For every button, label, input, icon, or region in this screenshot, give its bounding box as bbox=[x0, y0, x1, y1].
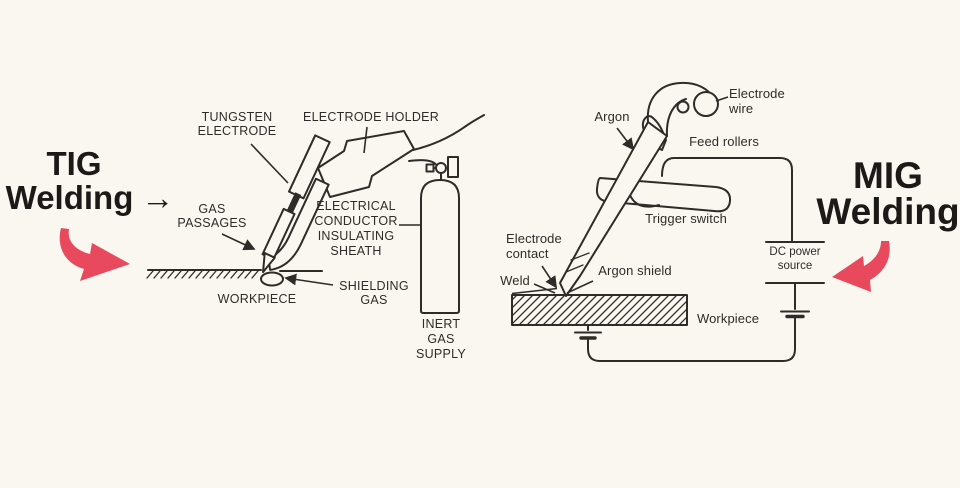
leader-electrode-contact bbox=[541, 265, 557, 289]
tig-gas-cup bbox=[267, 177, 330, 271]
label-mig-workpiece: Workpiece bbox=[696, 311, 760, 326]
label-electrode-contact: Electrode contact bbox=[506, 231, 562, 261]
label-argon: Argon bbox=[594, 109, 630, 124]
mig-ground-wire bbox=[587, 317, 796, 362]
mig-workpiece-block bbox=[511, 294, 688, 326]
leader-argon-shield bbox=[566, 280, 594, 294]
tig-curved-arrow-icon bbox=[59, 228, 130, 281]
tig-title-line2: Welding→ bbox=[6, 181, 175, 214]
tig-ground-hatching bbox=[146, 270, 259, 279]
mig-feed-roller-large bbox=[693, 91, 719, 117]
label-tungsten-electrode: TUNGSTEN ELECTRODE bbox=[197, 110, 277, 138]
tig-diagram bbox=[146, 114, 485, 314]
mig-diagram bbox=[511, 81, 825, 362]
label-argon-shield: Argon shield bbox=[598, 263, 672, 278]
label-weld: Weld bbox=[500, 273, 530, 288]
power-source-battery-symbol bbox=[780, 310, 810, 319]
mig-wire-to-power-source bbox=[661, 157, 793, 242]
mig-title-line1: MIG bbox=[853, 155, 923, 196]
mig-workpiece-hatching bbox=[512, 295, 687, 325]
mig-weld-seam bbox=[511, 287, 558, 295]
label-shielding-gas: SHIELDING GAS bbox=[339, 279, 409, 307]
tig-cylinder-valve bbox=[425, 156, 459, 181]
leader-argon bbox=[616, 127, 635, 151]
tig-torch bbox=[261, 134, 331, 274]
mig-gun-neck-inner bbox=[665, 98, 687, 137]
label-inert-gas-supply: INERT GAS SUPPLY bbox=[416, 317, 466, 361]
mig-gun-barrel bbox=[559, 121, 668, 297]
dc-power-source-box bbox=[765, 241, 825, 284]
tig-electrode-holder-body bbox=[317, 130, 415, 198]
workpiece-battery-symbol bbox=[574, 331, 602, 340]
label-electrode-wire: Electrode wire bbox=[729, 86, 785, 116]
leader-tungsten-electrode bbox=[250, 143, 289, 184]
mig-feed-roller-small bbox=[676, 100, 690, 114]
leader-shielding-gas bbox=[284, 273, 334, 286]
mig-trigger bbox=[629, 194, 660, 208]
tig-weld-pool bbox=[260, 271, 284, 287]
leader-gas-passages bbox=[221, 233, 256, 251]
leader-electrode-wire bbox=[715, 96, 729, 102]
mig-curved-arrow-icon bbox=[832, 241, 890, 292]
mig-contact-tip-joints bbox=[565, 252, 590, 273]
tig-power-cable bbox=[412, 114, 485, 151]
label-feed-rollers: Feed rollers bbox=[689, 134, 759, 149]
tig-gas-cylinder bbox=[420, 179, 460, 314]
mig-title: MIG Welding bbox=[816, 155, 960, 232]
label-electrical-conductor-insulating-sheath: ELECTRICAL CONDUCTOR INSULATING SHEATH bbox=[314, 199, 398, 258]
label-tig-workpiece: WORKPIECE bbox=[217, 292, 297, 306]
label-gas-passages: GAS PASSAGES bbox=[177, 202, 247, 230]
tig-title-line1: TIG bbox=[46, 145, 102, 182]
tig-electrode-tip bbox=[262, 252, 276, 274]
label-trigger-switch: Trigger switch bbox=[645, 211, 727, 226]
leader-weld bbox=[533, 283, 556, 294]
label-electrode-holder: ELECTRODE HOLDER bbox=[303, 110, 439, 124]
label-dc-power-source: DC power source bbox=[769, 246, 821, 272]
tig-right-arrow-glyph: → bbox=[141, 179, 175, 216]
mig-title-line2: Welding bbox=[816, 191, 960, 232]
leader-electrode-holder bbox=[363, 126, 368, 154]
tig-title-welding: Welding bbox=[5, 179, 134, 216]
